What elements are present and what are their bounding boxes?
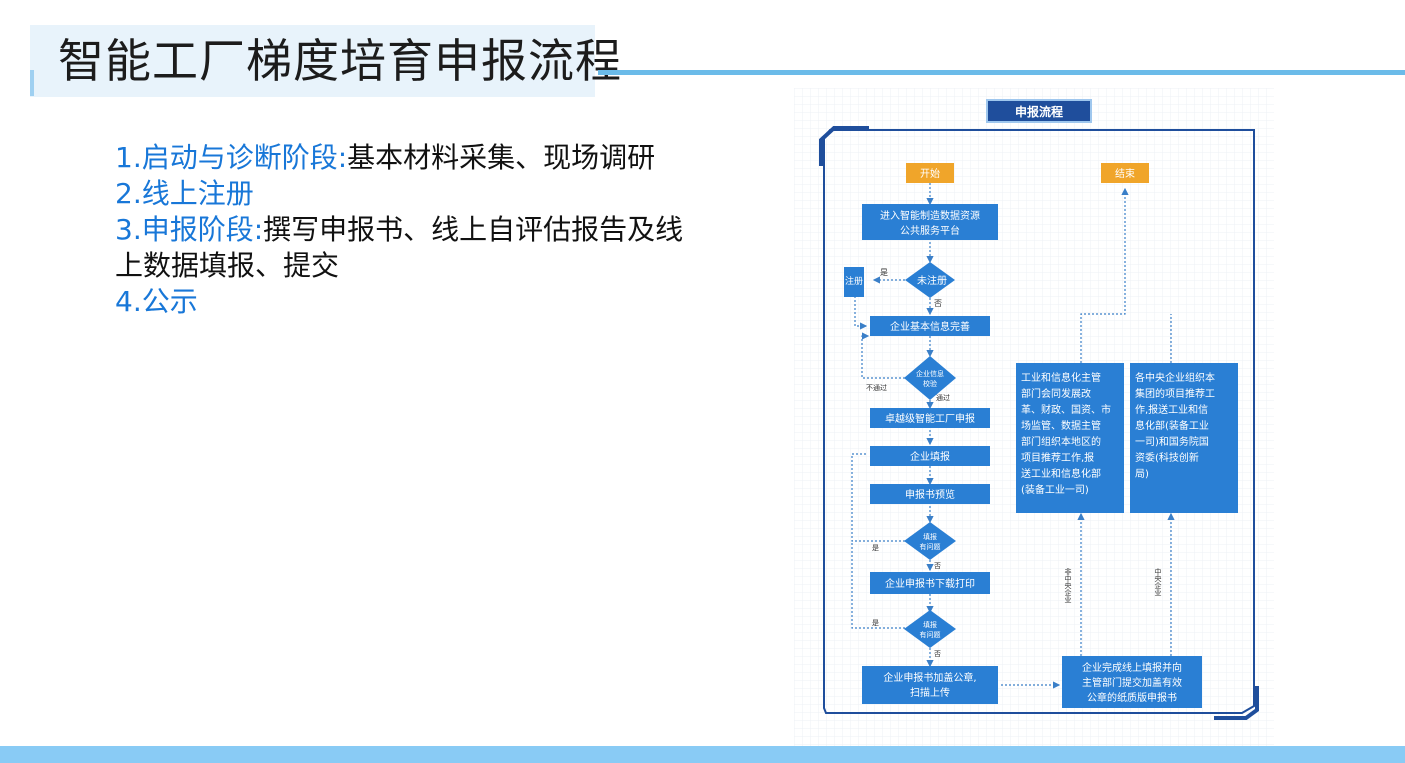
title-underline <box>598 70 1405 75</box>
no-label: 否 <box>934 650 941 658</box>
problem-question-line1: 填报 <box>923 620 937 629</box>
preview-node: 申报书预览 <box>905 488 955 501</box>
yes-label: 是 <box>880 268 888 277</box>
step-title: 申报阶段: <box>141 213 264 246</box>
fill-node: 企业填报 <box>910 450 950 463</box>
problem-question-line1: 填报 <box>923 532 937 541</box>
step-item: 1.启动与诊断阶段:基本材料采集、现场调研 <box>115 140 700 176</box>
verify-question-line1: 企业信息 <box>916 369 944 378</box>
end-node: 结束 <box>1115 167 1135 180</box>
submit-node-line3: 公章的纸质版申报书 <box>1087 691 1177 704</box>
central-box-line: 集团的项目推荐工 <box>1135 387 1215 400</box>
fail-label: 不通过 <box>866 383 887 392</box>
download-node: 企业申报书下载打印 <box>885 577 975 590</box>
step-body: 基本材料采集、现场调研 <box>347 141 656 174</box>
yes-label: 是 <box>872 544 879 552</box>
step-title: 启动与诊断阶段: <box>141 141 348 174</box>
no-label: 否 <box>934 299 942 308</box>
flowchart-header: 申报流程 <box>1015 104 1063 119</box>
miit-box-line: (装备工业一司) <box>1021 483 1089 496</box>
miit-box-line: 部门组织本地区的 <box>1021 435 1101 448</box>
central-label: 中央企业 <box>1154 567 1162 596</box>
stamp-node-line2: 扫描上传 <box>910 686 950 699</box>
step-number: 1. <box>115 141 142 174</box>
submit-node-line2: 主管部门提交加盖有效 <box>1082 676 1182 689</box>
title-banner <box>30 25 595 97</box>
problem-question-line2: 有问题 <box>920 542 941 551</box>
flowchart-image: 申报流程 开始 结束 进入智能制造数据资源 公共服务平台 未注册 是 否 <box>794 88 1274 746</box>
step-item: 4.公示 <box>115 284 700 320</box>
step-item: 3.申报阶段:撰写申报书、线上自评估报告及线上数据填报、提交 <box>115 212 700 284</box>
step-list: 1.启动与诊断阶段:基本材料采集、现场调研 2.线上注册 3.申报阶段:撰写申报… <box>115 140 700 320</box>
problem-question-line2: 有问题 <box>920 630 941 639</box>
miit-box-line: 项目推荐工作,报 <box>1021 451 1094 464</box>
pass-label: 通过 <box>936 393 950 402</box>
bottom-bar <box>0 746 1405 763</box>
central-box-line: 局) <box>1135 468 1149 480</box>
stamp-node-line1: 企业申报书加盖公章, <box>883 671 976 684</box>
step-body: 撰写申报书、线上自评估报告及线上数据填报、提交 <box>115 213 684 282</box>
apply-node: 卓越级智能工厂申报 <box>885 412 975 425</box>
register-node: 注册 <box>845 275 863 287</box>
step-number: 3. <box>115 213 142 246</box>
central-box-line: 作,报送工业和信 <box>1135 403 1208 416</box>
step-title: 公示 <box>141 285 198 318</box>
miit-box-line: 工业和信息化主管 <box>1021 371 1101 384</box>
step-number: 2. <box>115 177 142 210</box>
step-item: 2.线上注册 <box>115 176 700 212</box>
central-box-line: 各中央企业组织本 <box>1135 371 1215 384</box>
info-complete-node: 企业基本信息完善 <box>890 320 970 333</box>
title-accent <box>30 70 34 96</box>
yes-label: 是 <box>872 619 879 627</box>
central-box-line: 息化部(装备工业 <box>1135 419 1209 432</box>
central-box-line: 资委(科技创新 <box>1135 451 1199 464</box>
no-label: 否 <box>934 562 941 570</box>
platform-node-line1: 进入智能制造数据资源 <box>880 209 980 222</box>
miit-box-line: 场监管、数据主管 <box>1021 419 1101 432</box>
central-box-line: 一司)和国务院国 <box>1135 435 1209 448</box>
miit-box-line: 部门会同发展改 <box>1021 387 1091 400</box>
page-title: 智能工厂梯度培育申报流程 <box>58 34 622 88</box>
step-number: 4. <box>115 285 142 318</box>
register-question: 未注册 <box>917 274 947 287</box>
miit-box-line: 革、财政、国资、市 <box>1021 403 1111 416</box>
platform-node-line2: 公共服务平台 <box>900 224 960 237</box>
start-node: 开始 <box>920 167 940 180</box>
non-central-label: 非中央企业 <box>1064 567 1072 603</box>
submit-node-line1: 企业完成线上填报并向 <box>1082 661 1182 674</box>
verify-question-line2: 校验 <box>923 379 937 388</box>
miit-box-line: 送工业和信息化部 <box>1021 467 1101 480</box>
flowchart: 申报流程 开始 结束 进入智能制造数据资源 公共服务平台 未注册 是 否 <box>794 88 1274 746</box>
step-title: 线上注册 <box>141 177 254 210</box>
